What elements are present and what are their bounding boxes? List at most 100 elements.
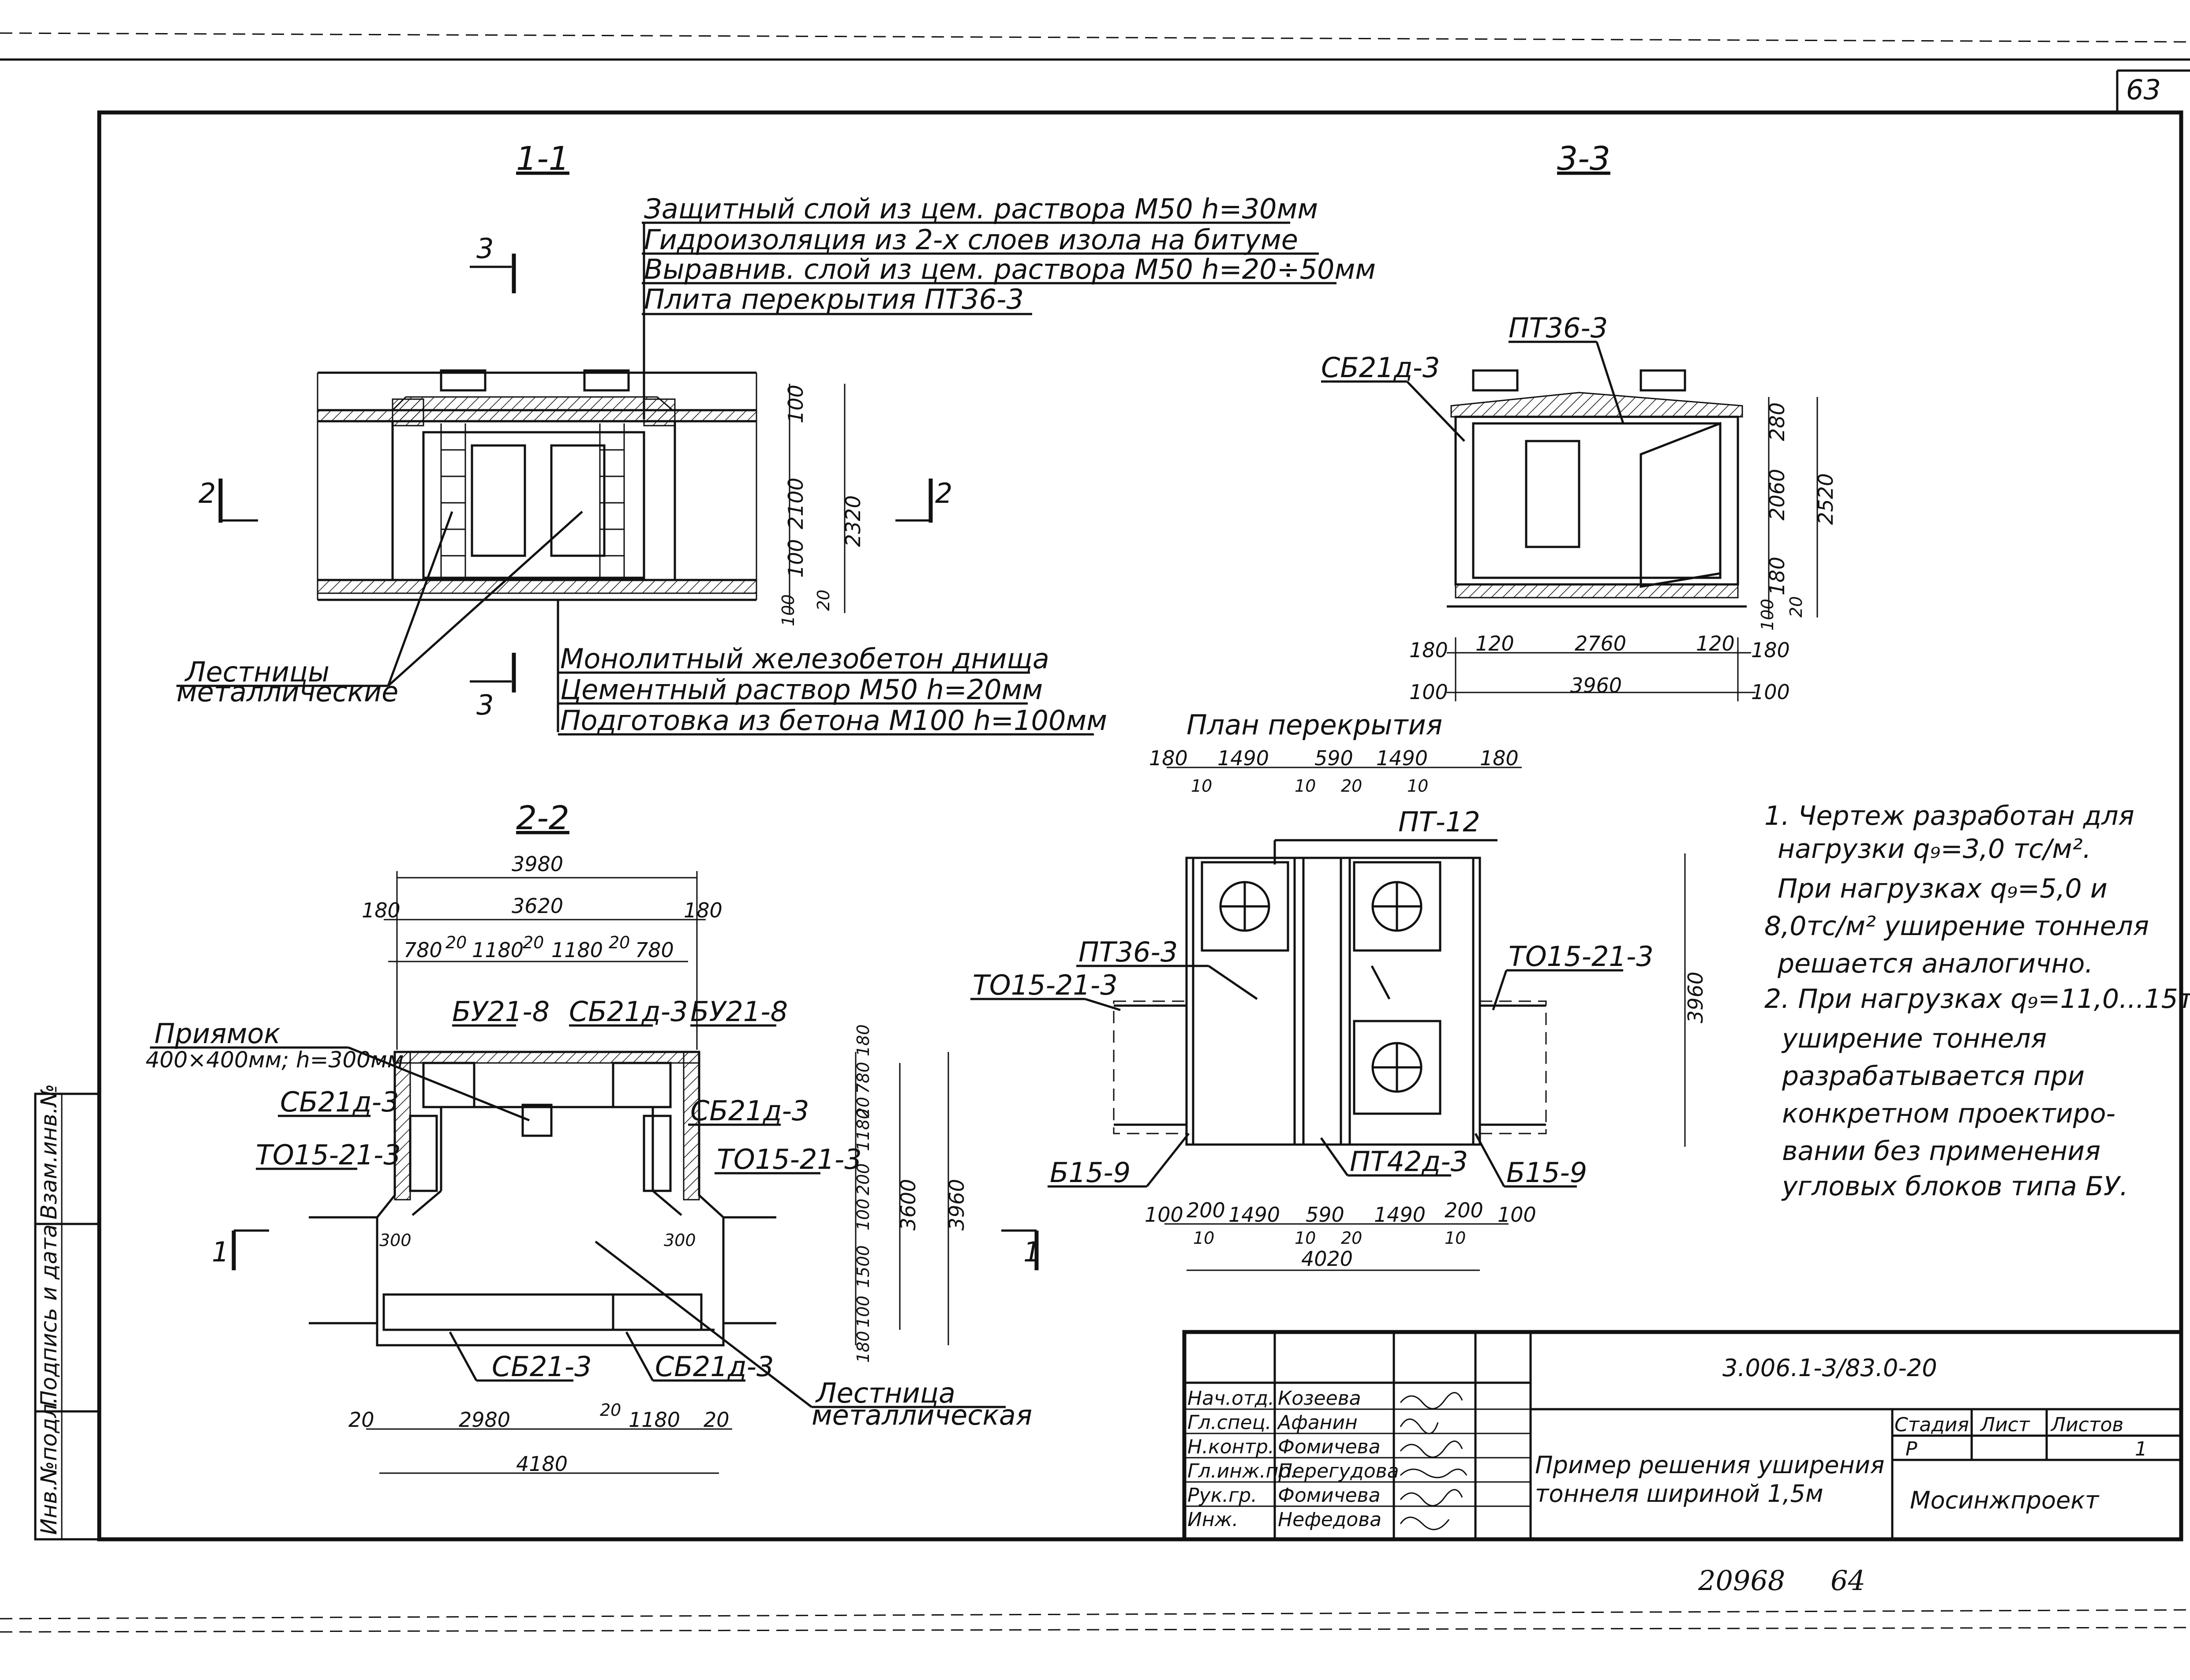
plan-label-pt12: ПТ-12 <box>1398 806 1480 838</box>
note-line-5: решается аналогично. <box>1777 948 2093 979</box>
tb-role-0: Нач.отд. <box>1187 1387 1274 1410</box>
layer-protective: Защитный слой из цем. раствора М50 h=30м… <box>644 193 1318 225</box>
note-line-4: 8,0тс/м² уширение тоннеля <box>1764 911 2149 942</box>
plan-dim-top-small-10c: 10 <box>1407 776 1428 796</box>
tb-sheets-header: Листов <box>2050 1414 2123 1436</box>
stamp-signature-date: Подпись и дата <box>36 1224 62 1407</box>
tb-sheets: 1 <box>2135 1438 2147 1460</box>
note-line-1: 1. Чертеж разработан для <box>1764 801 2134 831</box>
plan-dim-bot-590: 590 <box>1306 1203 1344 1227</box>
cut-3-bottom: 3 <box>476 689 494 721</box>
plan-dim-top-1490a: 1490 <box>1217 746 1269 770</box>
dim-3-3-3960: 3960 <box>1570 673 1622 697</box>
dim-2-2-20c: 20 <box>609 933 630 952</box>
page-number: 63 <box>2126 74 2161 106</box>
dim-2-2-180-l: 180 <box>362 898 401 922</box>
dim-2-2-v180b: 180 <box>854 1331 873 1363</box>
layer-preparation: Подготовка из бетона М100 h=100мм <box>560 704 1107 737</box>
plan-dim-bot-200a: 200 <box>1187 1198 1225 1222</box>
dim-2-2-1180a: 1180 <box>472 938 524 962</box>
tb-name-1: Афанин <box>1277 1411 1358 1434</box>
dim-1-1-2320: 2320 <box>841 495 865 547</box>
plan-dim-top-1490b: 1490 <box>1376 746 1428 770</box>
plan-dim-bot-small-10c: 10 <box>1445 1228 1466 1248</box>
dim-2-2-1180b: 1180 <box>551 938 603 962</box>
tb-organization: Мосинжпроект <box>1910 1486 2100 1514</box>
layer-leveling: Выравнив. слой из цем. раствора М50 h=20… <box>644 253 1376 285</box>
archive-number: 20968 <box>1698 1564 1785 1597</box>
dim-3-3-180-l: 180 <box>1409 638 1448 662</box>
dim-3-3-100-r: 100 <box>1751 680 1790 704</box>
dim-2-2-20a: 20 <box>445 933 467 952</box>
label-2-2-sb-left: СБ21д-3 <box>280 1086 399 1118</box>
label-2-2-bu-left: БУ21-8 <box>452 995 550 1028</box>
dim-2-2-v1500: 1500 <box>854 1245 873 1288</box>
dim-2-2-v200: 200 <box>854 1163 873 1195</box>
layer-cement: Цементный раствор М50 h=20мм <box>560 673 1043 706</box>
note-line-6: 2. При нагрузках q₉=11,0...15тс/м² <box>1764 984 2190 1014</box>
label-3-3-slab: ПТ36-3 <box>1509 312 1608 344</box>
tb-sheet-header: Лист <box>1980 1414 2030 1436</box>
dim-2-2-20b: 20 <box>523 933 544 952</box>
layer-waterproofing: Гидроизоляция из 2-х слоев изола на биту… <box>644 224 1298 256</box>
dim-2-2-v780: 780 <box>854 1062 873 1094</box>
dim-1-1-100-mid: 100 <box>784 539 808 578</box>
tb-description-1: Пример решения уширения <box>1535 1451 1884 1479</box>
plan-label-to-left: ТО15-21-3 <box>973 969 1118 1001</box>
label-2-2-ladder-1: Лестница <box>815 1377 955 1409</box>
label-2-2-to-right: ТО15-21-3 <box>717 1143 862 1175</box>
dim-2-2-300-r: 300 <box>664 1231 696 1250</box>
tb-role-3: Гл.инж.пр. <box>1187 1460 1297 1482</box>
dim-3-3-100-v: 100 <box>1758 599 1777 631</box>
plan-label-b-left: Б15-9 <box>1050 1156 1131 1189</box>
layer-slab: Плита перекрытия ПТ36-3 <box>644 283 1024 315</box>
plan-label-b-right: Б15-9 <box>1506 1156 1587 1189</box>
sheet-frame <box>0 32 2190 1633</box>
plan-dim-top-590: 590 <box>1314 746 1353 770</box>
note-line-9: конкретном проектиро- <box>1782 1098 2115 1129</box>
dim-3-3-120-l: 120 <box>1475 632 1514 655</box>
note-line-11: угловых блоков типа БУ. <box>1781 1171 2128 1202</box>
side-stamp <box>34 1093 101 1541</box>
dim-2-2-780b: 780 <box>635 938 674 962</box>
dim-3-3-20-v: 20 <box>1786 596 1806 617</box>
tb-name-5: Нефедова <box>1278 1508 1381 1531</box>
plan-dim-bot-100a: 100 <box>1145 1203 1183 1227</box>
dim-3-3-100-l: 100 <box>1409 680 1448 704</box>
label-2-2-pit-size: 400×400мм; h=300мм <box>146 1047 404 1073</box>
tb-role-5: Инж. <box>1187 1508 1238 1531</box>
tb-name-2: Фомичева <box>1278 1436 1381 1458</box>
label-2-2-pit: Приямок <box>154 1018 281 1050</box>
dim-2-2-b20a: 20 <box>348 1408 374 1432</box>
plan-label-to-right: ТО15-21-3 <box>1509 940 1654 973</box>
dim-2-2-b20c: 20 <box>704 1408 730 1432</box>
note-line-8: разрабатывается при <box>1782 1061 2085 1092</box>
dim-1-1-2100: 2100 <box>784 478 808 529</box>
title-block-code: 3.006.1-3/83.0-20 <box>1722 1354 1937 1382</box>
section-3-3-title: 3-3 <box>1557 140 1610 178</box>
dim-2-2-b20b: 20 <box>600 1400 621 1420</box>
dim-2-2-v3960: 3960 <box>945 1179 969 1231</box>
tb-stage: Р <box>1905 1438 1917 1460</box>
dim-2-2-b2980: 2980 <box>459 1408 510 1432</box>
section-3-3: 3-3 ПТ36-3 СБ21д-3 280 2060 2520 180 100… <box>1321 140 1838 704</box>
label-3-3-block: СБ21д-3 <box>1321 352 1440 384</box>
ladders-1-1 <box>440 423 625 578</box>
dim-2-2-b4180: 4180 <box>516 1452 568 1476</box>
note-line-3: При нагрузках q₉=5,0 и <box>1778 873 2108 904</box>
stamp-inv-number: Инв.№подл. <box>36 1397 62 1535</box>
plan-dim-top-180b: 180 <box>1480 746 1519 770</box>
layer-monolithic: Монолитный железобетон днища <box>560 643 1049 675</box>
plan-dim-bot-100b: 100 <box>1497 1203 1536 1227</box>
plan-dim-bot-small-20: 20 <box>1341 1228 1362 1248</box>
plan-overlay: План перекрытия 180 1490 590 1490 180 10… <box>970 709 1707 1271</box>
dim-2-2-v100b: 100 <box>854 1295 873 1328</box>
notes: 1. Чертеж разработан для нагрузки q₉=3,0… <box>1764 801 2190 1202</box>
dim-3-3-2760: 2760 <box>1575 632 1626 655</box>
plan-dim-bot-small-10b: 10 <box>1295 1228 1316 1248</box>
dim-2-2-3980: 3980 <box>512 852 563 876</box>
dim-1-1-100-low: 100 <box>779 594 798 626</box>
label-2-2-bu-right: БУ21-8 <box>690 995 788 1028</box>
title-block <box>1182 1330 2183 1542</box>
